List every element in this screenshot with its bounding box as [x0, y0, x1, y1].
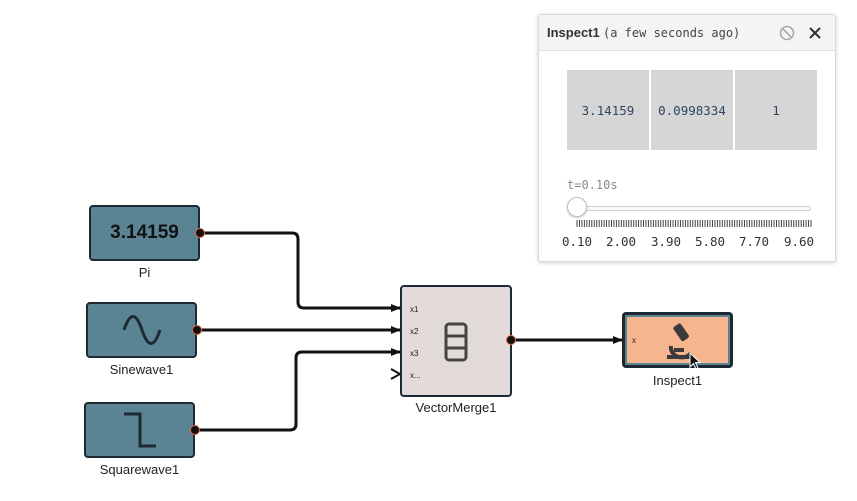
- close-button[interactable]: [805, 23, 825, 43]
- squarewave-label: Squarewave1: [99, 462, 180, 477]
- time-slider-ticks: [576, 220, 812, 227]
- squarewave-block[interactable]: [84, 402, 195, 458]
- vector-merge-block[interactable]: x1 x2 x3 x...: [400, 285, 512, 397]
- tick-label: 0.10: [561, 234, 593, 249]
- vector-merge-label: VectorMerge1: [415, 400, 497, 415]
- time-slider-thumb[interactable]: [567, 197, 587, 217]
- inspect-panel-timestamp: (a few seconds ago): [603, 26, 741, 40]
- merge-input-port-x1[interactable]: x1: [410, 305, 419, 314]
- merge-output-port[interactable]: [506, 335, 516, 345]
- microscope-icon: [667, 323, 693, 360]
- pi-value: 3.14159: [110, 222, 179, 243]
- pi-label: Pi: [138, 265, 151, 280]
- wire-pi-to-merge[interactable]: [200, 231, 401, 312]
- sine-wave-icon: [122, 315, 161, 345]
- wire-squarewave-to-merge[interactable]: [195, 348, 401, 432]
- tick-label: 2.00: [605, 234, 637, 249]
- inspect-block[interactable]: x: [622, 312, 733, 368]
- sinewave-output-port[interactable]: [192, 325, 202, 335]
- inspect-panel-header: Inspect1 (a few seconds ago): [539, 15, 835, 51]
- mouse-cursor-icon: [689, 352, 702, 370]
- close-icon: [809, 27, 821, 39]
- square-wave-icon: [123, 412, 156, 448]
- tick-label: 5.80: [694, 234, 726, 249]
- merge-open-port-chevron[interactable]: [390, 368, 403, 380]
- sinewave-block[interactable]: [86, 302, 197, 358]
- disable-button[interactable]: [777, 23, 797, 43]
- tick-label: 3.90: [650, 234, 682, 249]
- squarewave-output-port[interactable]: [190, 425, 200, 435]
- inspect-panel-title: Inspect1: [547, 25, 600, 40]
- tick-label: 7.70: [738, 234, 770, 249]
- value-cell-1: 0.0998334: [651, 70, 733, 150]
- value-cell-0: 3.14159: [567, 70, 649, 150]
- merge-input-port-x2[interactable]: x2: [410, 327, 419, 336]
- pi-block[interactable]: 3.14159: [89, 205, 200, 261]
- time-slider-track[interactable]: [577, 206, 811, 211]
- merge-input-port-x3[interactable]: x3: [410, 349, 419, 358]
- merge-input-port-more[interactable]: x...: [410, 371, 421, 380]
- value-cell-2: 1: [735, 70, 817, 150]
- inspect-block-label: Inspect1: [652, 373, 703, 388]
- inspect-input-port[interactable]: x: [632, 336, 636, 345]
- inspect-panel: Inspect1 (a few seconds ago) 3.14159 0.0…: [538, 14, 836, 262]
- vector-stack-icon: [444, 322, 468, 362]
- disable-icon: [779, 25, 795, 41]
- time-label: t=0.10s: [567, 178, 618, 192]
- pi-output-port[interactable]: [195, 228, 205, 238]
- tick-label: 9.60: [783, 234, 815, 249]
- sinewave-label: Sinewave1: [109, 362, 174, 377]
